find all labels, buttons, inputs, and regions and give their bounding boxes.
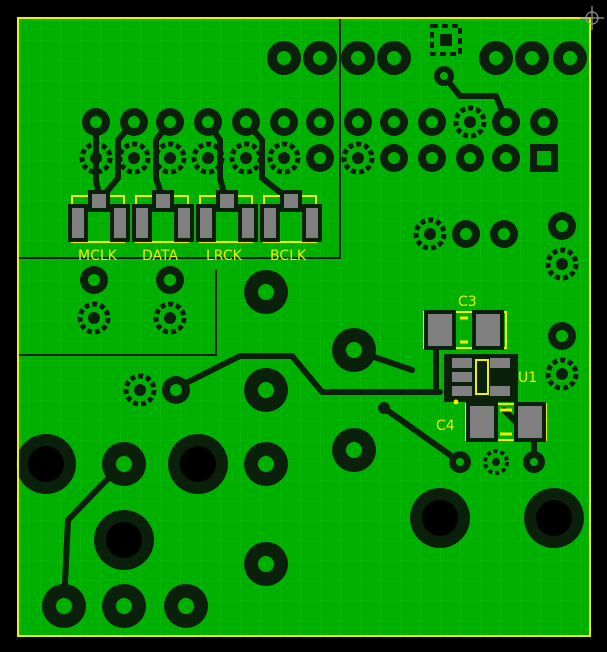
- label-lrck: LRCK: [206, 248, 243, 264]
- header-2x13: [79, 105, 558, 175]
- pins-right-3: [413, 212, 579, 391]
- label-data: DATA: [142, 248, 178, 264]
- jack-pads: [16, 434, 584, 628]
- square-pad-top: [430, 24, 462, 86]
- label-c4: C4: [436, 418, 455, 434]
- label-u1: U1: [518, 370, 537, 386]
- jumper-bclk: [260, 190, 322, 243]
- label-bclk: BCLK: [270, 248, 307, 264]
- pour-boundaries: [18, 18, 341, 356]
- jumper-mclk: [68, 190, 130, 243]
- header-row-1: [82, 105, 558, 139]
- u1-component: [444, 354, 518, 405]
- silkscreen-labels: MCLK DATA LRCK BCLK C3 C4 U1: [78, 248, 537, 434]
- pads-center: [123, 270, 390, 586]
- header-row-2: [79, 141, 558, 175]
- pin-row-top: [267, 41, 587, 75]
- label-c3: C3: [458, 294, 477, 310]
- board-outline: [17, 17, 591, 637]
- c4-component: [465, 402, 547, 442]
- jumper-data: [132, 190, 194, 243]
- label-mclk: MCLK: [78, 248, 118, 264]
- pins-left-mid: [77, 266, 187, 335]
- pins-c4-bottom: [449, 449, 545, 475]
- jumper-lrck: [196, 190, 258, 243]
- crosshair-icon: [580, 6, 604, 30]
- c3-component: [423, 310, 507, 350]
